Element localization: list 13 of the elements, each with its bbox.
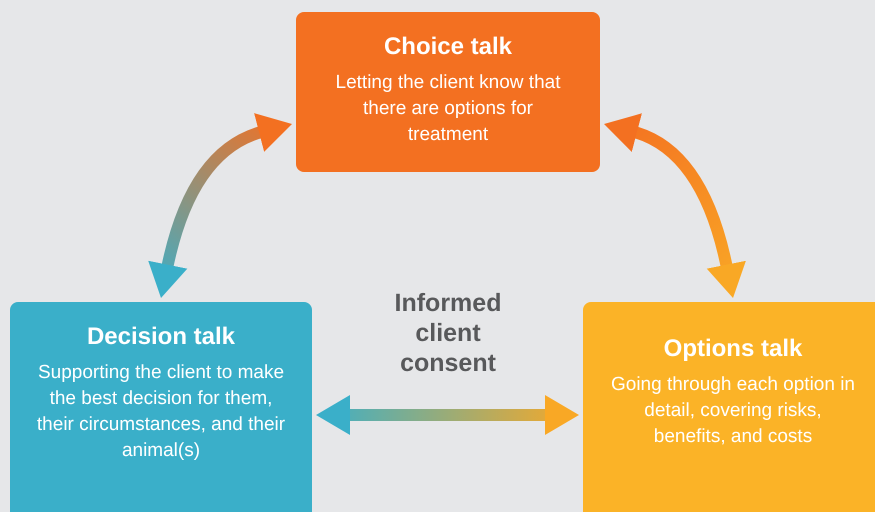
box-description: Going through each option in detail, covering risks, benefits, and costs — [610, 373, 856, 449]
box-description: Letting the client know that there are options for treatment — [334, 71, 562, 147]
double-arrow — [604, 114, 746, 298]
box-title: Decision talk — [86, 322, 236, 352]
process-box — [296, 12, 600, 172]
double-arrow — [148, 114, 292, 298]
double-arrow — [316, 395, 579, 435]
box-title: Options talk — [664, 334, 802, 364]
center-label: Informed client consent — [394, 288, 502, 378]
box-description: Supporting the client to make the best decision for them, their circumstances, and their animal(s) — [36, 361, 286, 463]
process-box — [10, 302, 312, 512]
process-box — [583, 302, 875, 512]
box-title: Choice talk — [384, 32, 512, 62]
